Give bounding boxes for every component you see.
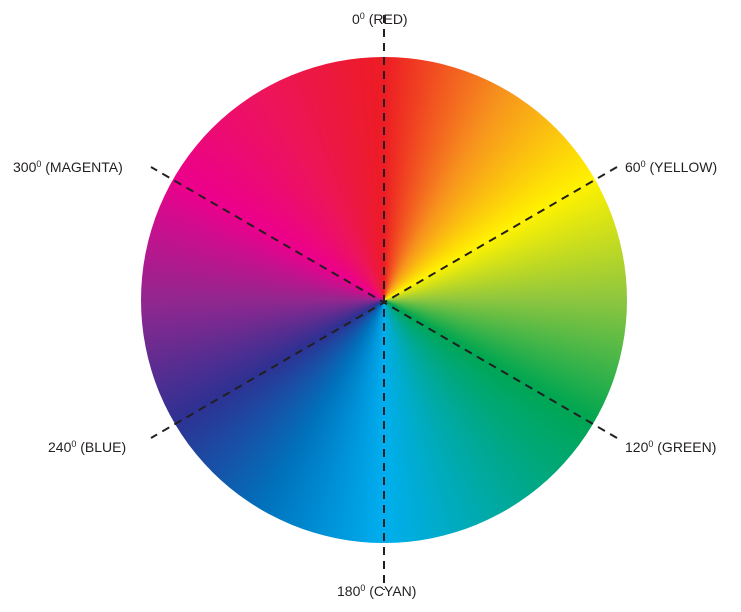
- label-red: 00 (RED): [352, 11, 408, 27]
- label-blue: 2400 (BLUE): [48, 439, 127, 455]
- label-cyan: 1800 (CYAN): [337, 583, 417, 599]
- label-magenta: 3000 (MAGENTA): [13, 159, 123, 175]
- axis-green-magenta: [150, 166, 618, 439]
- label-yellow: 600 (YELLOW): [625, 159, 718, 175]
- label-green: 1200 (GREEN): [625, 439, 717, 455]
